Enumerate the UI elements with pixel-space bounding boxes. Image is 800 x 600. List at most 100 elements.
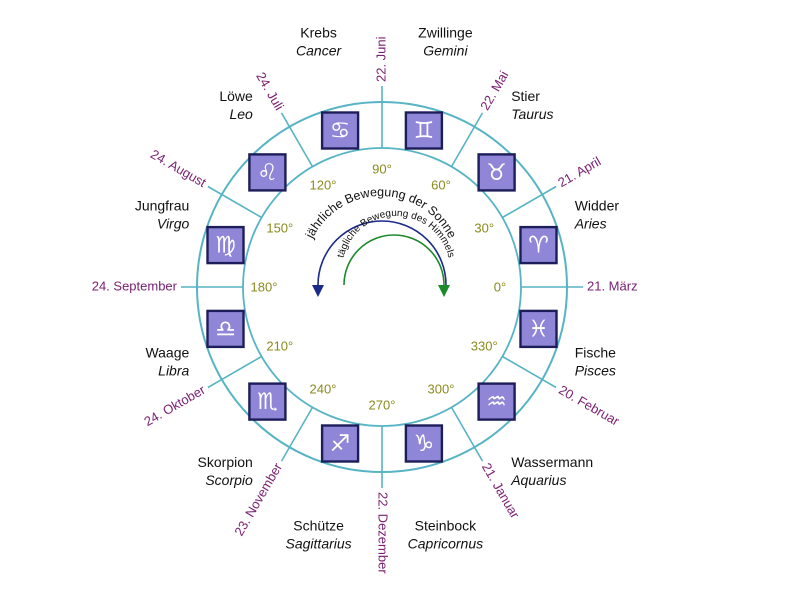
yearly-motion-arc — [317, 220, 447, 286]
yearly-arrowhead-icon — [312, 285, 324, 297]
date-cancer: 22. Juni — [373, 36, 388, 82]
daily-motion-arc — [343, 234, 445, 286]
german-name: Widder — [575, 198, 620, 214]
german-name: Stier — [511, 88, 540, 104]
aries-glyph-icon: ♈ — [528, 233, 549, 259]
month-dividers — [181, 86, 583, 488]
gemini-glyph-icon: ♊ — [414, 118, 435, 144]
date-capricornus: 22. Dezember — [376, 492, 391, 574]
german-name: Löwe — [219, 88, 253, 104]
taurus-symbol: ♉ — [477, 153, 516, 192]
german-name: Steinbock — [415, 518, 477, 534]
zodiac-symbols: ♈ ♉ ♊ ♋ ♌ ♍ ♎ ♏ ♐ ♑ ♒ ♓ — [206, 111, 558, 463]
symbol-box — [320, 111, 360, 150]
german-name: Krebs — [300, 24, 337, 40]
degree-labels: 0°30°60°90°120°150°180°210°240°270°300°3… — [251, 162, 507, 413]
degree-label: 240° — [310, 382, 337, 397]
date-pisces: 20. Februar — [556, 382, 622, 429]
degree-label: 150° — [266, 221, 293, 236]
symbol-box — [248, 153, 287, 192]
cancer-symbol: ♋ — [320, 111, 360, 150]
scorpio-glyph-icon: ♏ — [257, 389, 278, 415]
virgo-symbol: ♍ — [206, 225, 245, 265]
pisces-symbol: ♓ — [519, 309, 558, 349]
symbol-box — [519, 225, 558, 265]
german-name: Waage — [145, 344, 189, 360]
sagittarius-glyph-icon: ♐ — [330, 431, 351, 457]
aquarius-glyph-icon: ♒ — [486, 389, 507, 415]
german-name: Wassermann — [511, 454, 593, 470]
latin-name: Scorpio — [205, 472, 253, 488]
symbol-box — [206, 225, 245, 265]
date-libra: 24. September — [92, 278, 178, 293]
symbol-box — [477, 382, 516, 421]
degree-label: 180° — [251, 280, 278, 295]
date-aries: 21. März — [587, 278, 638, 293]
degree-label: 60° — [431, 177, 451, 192]
latin-name: Aquarius — [510, 472, 566, 488]
german-name: Skorpion — [198, 454, 253, 470]
degree-label: 90° — [372, 162, 392, 177]
german-name: Zwillinge — [418, 24, 473, 40]
degree-label: 300° — [428, 382, 455, 397]
degree-label: 0° — [494, 280, 506, 295]
symbol-box — [206, 309, 245, 349]
latin-name: Leo — [229, 106, 253, 122]
sagittarius-symbol: ♐ — [320, 424, 360, 463]
degree-label: 270° — [369, 398, 396, 413]
divider-taurus — [502, 185, 557, 219]
divider-pisces — [502, 355, 557, 389]
aquarius-symbol: ♒ — [477, 382, 516, 421]
latin-name: Gemini — [423, 42, 468, 58]
latin-name: Libra — [158, 362, 189, 378]
degree-label: 120° — [310, 177, 337, 192]
divider-leo — [280, 112, 314, 167]
german-name: Schütze — [293, 518, 344, 534]
taurus-glyph-icon: ♉ — [486, 160, 507, 186]
gemini-symbol: ♊ — [404, 111, 444, 150]
divider-scorpio — [207, 355, 262, 389]
pisces-glyph-icon: ♓ — [528, 316, 549, 342]
degree-label: 330° — [471, 339, 498, 354]
symbol-box — [248, 382, 287, 421]
latin-name: Aries — [574, 216, 607, 232]
latin-name: Taurus — [511, 106, 553, 122]
symbol-box — [477, 153, 516, 192]
symbol-box — [519, 309, 558, 349]
divider-sagittarius — [280, 407, 314, 462]
leo-symbol: ♌ — [248, 153, 287, 192]
leo-glyph-icon: ♌ — [257, 160, 278, 186]
latin-name: Sagittarius — [286, 536, 352, 552]
degree-label: 30° — [474, 221, 494, 236]
divider-gemini — [450, 112, 484, 167]
symbol-box — [404, 111, 444, 150]
libra-symbol: ♎ — [206, 309, 245, 349]
latin-name: Cancer — [296, 42, 342, 58]
symbol-box — [320, 424, 360, 463]
capricornus-symbol: ♑ — [404, 424, 444, 463]
daily-arrowhead-icon — [438, 285, 450, 297]
german-name: Jungfrau — [135, 198, 189, 214]
cancer-glyph-icon: ♋ — [330, 118, 351, 144]
divider-aquarius — [450, 407, 484, 462]
date-gemini: 22. Mai — [477, 68, 511, 113]
date-scorpio: 24. Oktober — [141, 382, 208, 429]
date-leo: 24. Juli — [253, 70, 287, 113]
virgo-glyph-icon: ♍ — [215, 233, 236, 259]
german-name: Fische — [575, 344, 616, 360]
